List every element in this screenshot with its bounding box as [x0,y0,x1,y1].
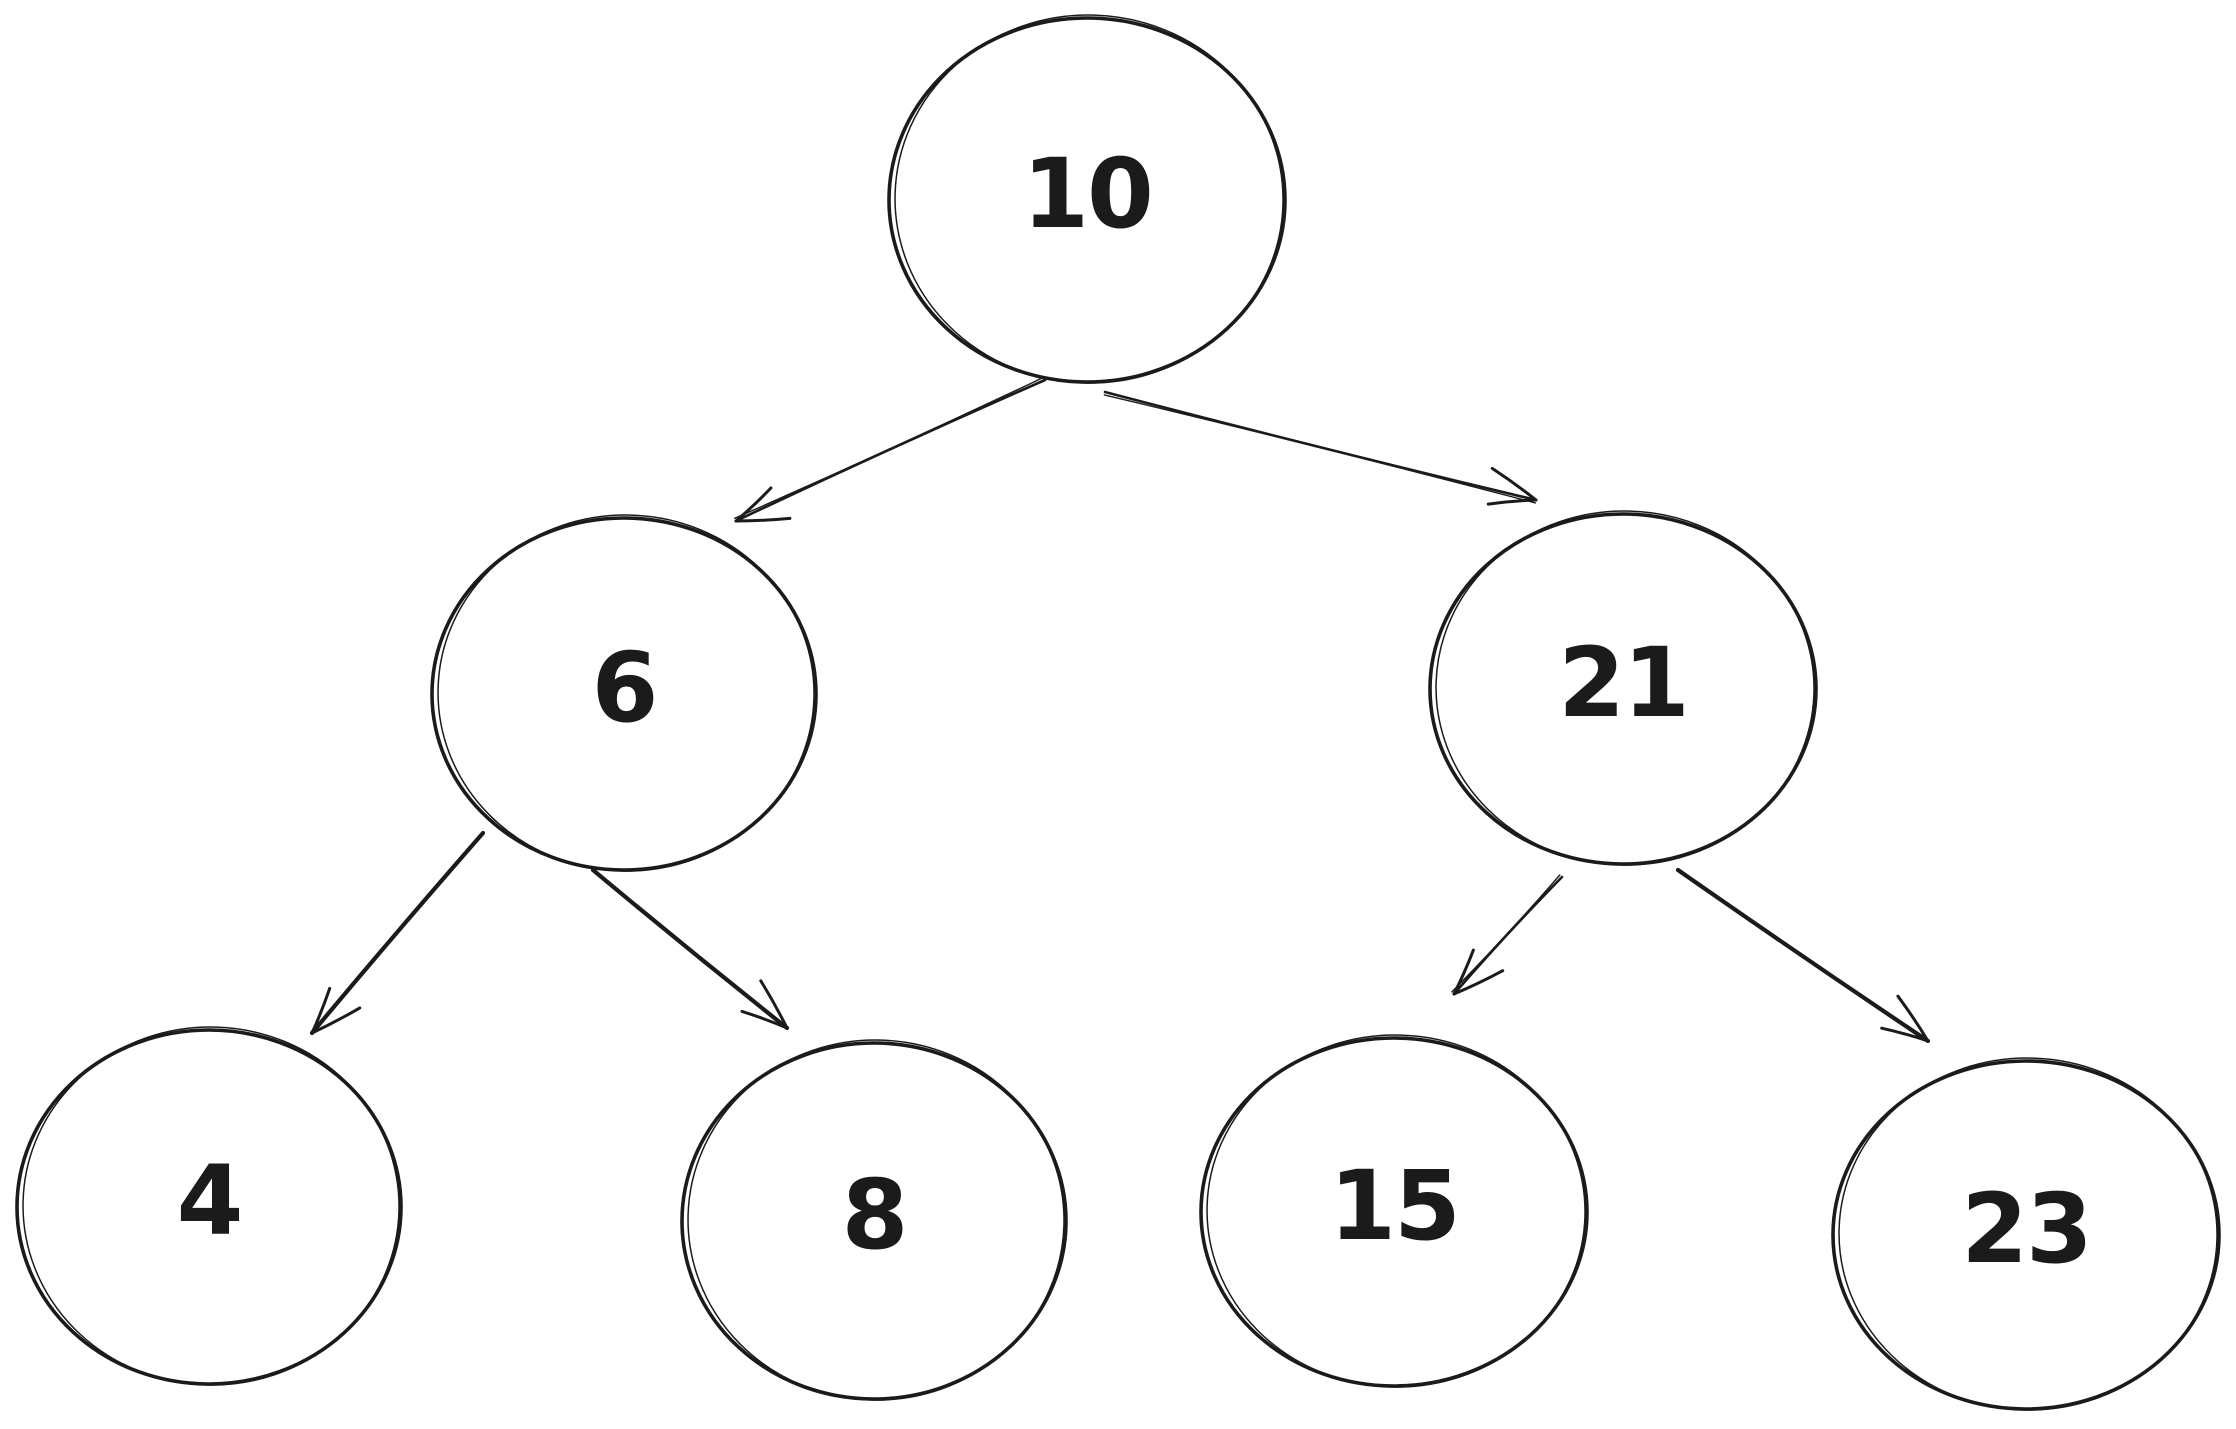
arrowhead-line [734,516,792,523]
edge-line-second-pass [1103,394,1536,504]
arrowhead-line [310,986,332,1035]
edge-line-second-pass [1451,874,1561,993]
edge-line [1452,875,1564,996]
edge-line [590,867,790,1031]
edge-line [734,378,1047,523]
node-circle-second-pass [437,514,815,872]
node-circle [887,16,1287,384]
edge-6-8 [590,867,790,1031]
node-circle [15,1028,403,1386]
edge-21-15 [1451,874,1564,996]
node-circle-second-pass [1206,1034,1586,1388]
node-circle [680,1041,1068,1401]
node-circle [430,516,818,872]
node-circle-second-pass [687,1039,1065,1401]
tree-node-23: 23 [1831,1057,2221,1411]
tree-node-6: 6 [430,514,818,872]
node-circle-second-pass [894,14,1284,384]
arrowhead-line [759,979,789,1030]
node-circle-second-pass [22,1026,400,1386]
node-circle-second-pass [1435,510,1815,866]
edge-6-4 [309,830,486,1036]
tree-node-4: 4 [15,1026,403,1386]
node-circle-second-pass [1838,1057,2218,1411]
node-label: 10 [1022,138,1152,250]
node-label: 21 [1558,627,1688,739]
tree-node-10: 10 [887,14,1287,384]
edge-line [309,830,486,1036]
node-label: 8 [842,1159,907,1271]
arrowhead-line [1452,948,1475,996]
arrowhead-line [310,1006,362,1035]
node-circle [1199,1036,1589,1388]
node-circle [1831,1059,2221,1411]
arrowhead-line [1896,994,1930,1043]
tree-node-21: 21 [1428,510,1818,866]
node-label: 15 [1329,1150,1459,1262]
tree-node-15: 15 [1199,1034,1589,1388]
arrowhead-line [1486,498,1538,506]
arrowhead-line [1880,1026,1930,1043]
arrowhead-line [1490,466,1538,502]
edge-line [1103,390,1538,502]
edge-10-6 [734,376,1047,523]
arrowhead-line [1452,969,1505,996]
tree-node-8: 8 [680,1039,1068,1401]
node-circle [1428,512,1818,866]
node-label: 23 [1961,1173,2091,1285]
arrowhead-line [740,1009,789,1030]
edge-21-23 [1675,867,1931,1044]
edge-10-21 [1103,390,1538,506]
node-label: 6 [592,632,657,744]
edge-line [1675,867,1931,1044]
node-label: 4 [177,1145,242,1257]
arrowhead-line [734,486,773,523]
edge-line-second-pass [734,376,1045,519]
